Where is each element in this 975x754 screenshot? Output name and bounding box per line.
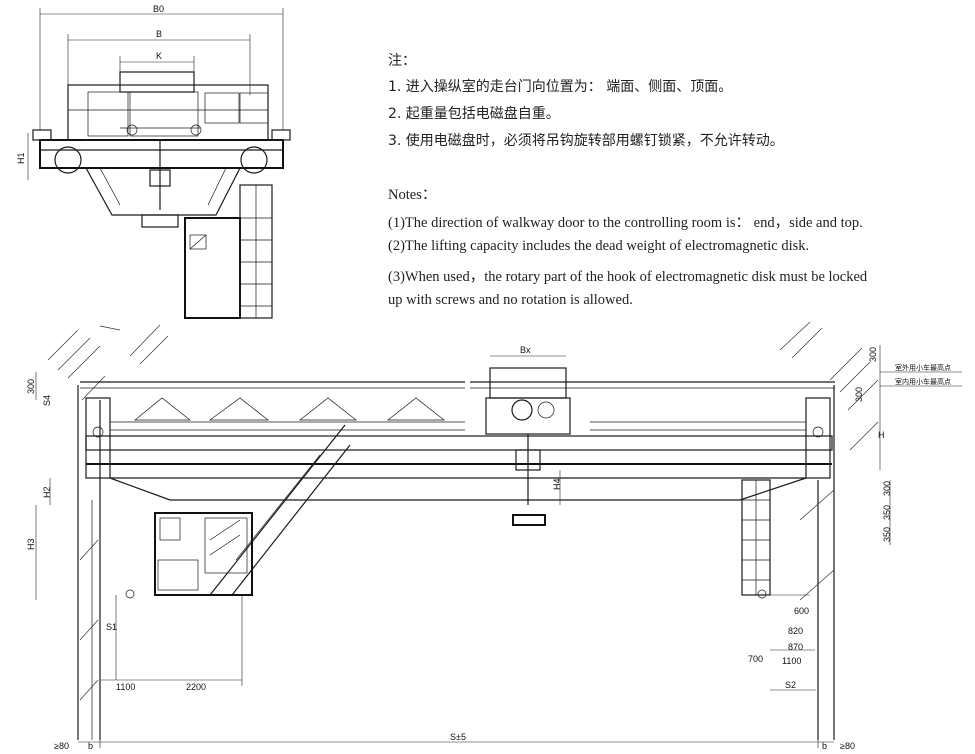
notes-en-heading: Notes： xyxy=(388,187,437,203)
notes-cn-item-2: 2. 起重量包括电磁盘自重。 xyxy=(388,106,560,122)
dim-300-left: 300 xyxy=(26,379,36,394)
dim-820: 820 xyxy=(788,626,803,636)
notes-en-item-2: (2)The lifting capacity includes the dea… xyxy=(388,238,810,254)
h-label: H xyxy=(878,430,885,440)
dim-1100-right: 1100 xyxy=(782,656,801,666)
h3-label: H3 xyxy=(26,538,36,550)
h2-label: H2 xyxy=(42,486,52,498)
span-label: S±5 xyxy=(450,732,466,742)
dim-300-right: 300 xyxy=(882,481,892,496)
dim-350-a: 350 xyxy=(882,505,892,520)
s2-label: S2 xyxy=(785,680,796,690)
dim-2200: 2200 xyxy=(186,682,206,692)
h1-label: H1 xyxy=(16,152,26,164)
b-left: b xyxy=(88,741,93,751)
notes-cn-item-3: 3. 使用电磁盘时，必须将吊钩旋转部用螺钉锁紧，不允许转动。 xyxy=(388,133,784,149)
side-view: B0 B K H1 xyxy=(16,4,291,319)
b-label: B xyxy=(156,29,162,39)
dim-700: 700 xyxy=(748,654,763,664)
left-wall-hatch xyxy=(47,324,169,401)
gap-right: ≥80 xyxy=(840,741,855,751)
notes-cn-item-1: 1. 进入操纵室的走台门向位置为： 端面、侧面、顶面。 xyxy=(388,79,733,95)
s1-label: S1 xyxy=(106,622,117,632)
dim-350-b: 350 xyxy=(882,527,892,542)
note-top-1: 室外用小车最高点 xyxy=(895,363,951,372)
dim-870: 870 xyxy=(788,642,803,652)
k-label: K xyxy=(156,51,162,61)
front-view: Bx H4 300 S4 H2 H3 S1 1100 xyxy=(26,321,962,751)
dim-600: 600 xyxy=(794,606,809,616)
b0-label: B0 xyxy=(153,4,164,14)
notes-cn-heading: 注： xyxy=(388,53,416,69)
right-wall-hatch xyxy=(779,321,879,451)
h4-label: H4 xyxy=(552,478,562,490)
dim-s4: S4 xyxy=(42,395,52,406)
b-right: b xyxy=(822,741,827,751)
dim-300-top: 300 xyxy=(868,347,878,362)
notes-en-item-3-cont: up with screws and no rotation is allowe… xyxy=(388,292,633,308)
notes-en-item-3: (3)When used，the rotary part of the hook… xyxy=(388,269,868,285)
gap-left: ≥80 xyxy=(54,741,69,751)
dim-1100-left: 1100 xyxy=(116,682,135,692)
bx-label: Bx xyxy=(520,345,531,355)
dim-300-top2: 300 xyxy=(854,387,864,402)
note-top-2: 室内用小车最高点 xyxy=(895,377,951,386)
notes-en-item-1: (1)The direction of walkway door to the … xyxy=(388,215,863,231)
